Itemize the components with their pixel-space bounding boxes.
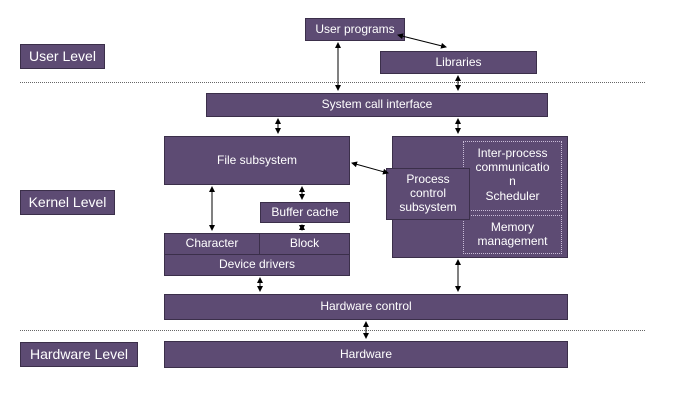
memory-management-label: Memory management xyxy=(465,220,560,250)
process-control-line3: subsystem xyxy=(399,199,457,214)
user-level-label: User Level xyxy=(20,44,105,69)
hardware-level-label: Hardware Level xyxy=(20,342,138,367)
buffer-cache-box: Buffer cache xyxy=(260,202,350,223)
scheduler-label: Scheduler xyxy=(485,189,540,204)
kernel-level-label: Kernel Level xyxy=(20,190,115,215)
ipc-label-line3: n xyxy=(509,173,516,188)
kernel-hardware-separator xyxy=(20,330,645,331)
memory-label-line2: management xyxy=(477,234,548,248)
user-kernel-separator xyxy=(20,82,645,83)
device-drivers-box: Device drivers xyxy=(164,254,350,276)
system-call-interface-box: System call interface xyxy=(206,93,548,117)
ipc-label-line1: Inter-process xyxy=(477,146,548,161)
libraries-box: Libraries xyxy=(380,51,537,74)
memory-label-line1: Memory xyxy=(490,220,535,235)
arrow-userprograms-libraries xyxy=(397,33,447,49)
hardware-control-box: Hardware control xyxy=(164,294,568,320)
ipc-label: Inter-process communicatio n xyxy=(465,146,560,190)
user-programs-box: User programs xyxy=(305,18,405,41)
process-control-line1: Process xyxy=(406,172,450,187)
ipc-label-line2: communicatio xyxy=(475,160,550,175)
file-subsystem-box: File subsystem xyxy=(164,136,350,185)
hardware-box: Hardware xyxy=(164,341,568,368)
arrow-file-process xyxy=(351,161,389,175)
process-control-subsystem-box: Process control subsystem xyxy=(386,168,470,220)
process-control-line2: control xyxy=(409,186,447,201)
memory-region xyxy=(463,215,562,254)
